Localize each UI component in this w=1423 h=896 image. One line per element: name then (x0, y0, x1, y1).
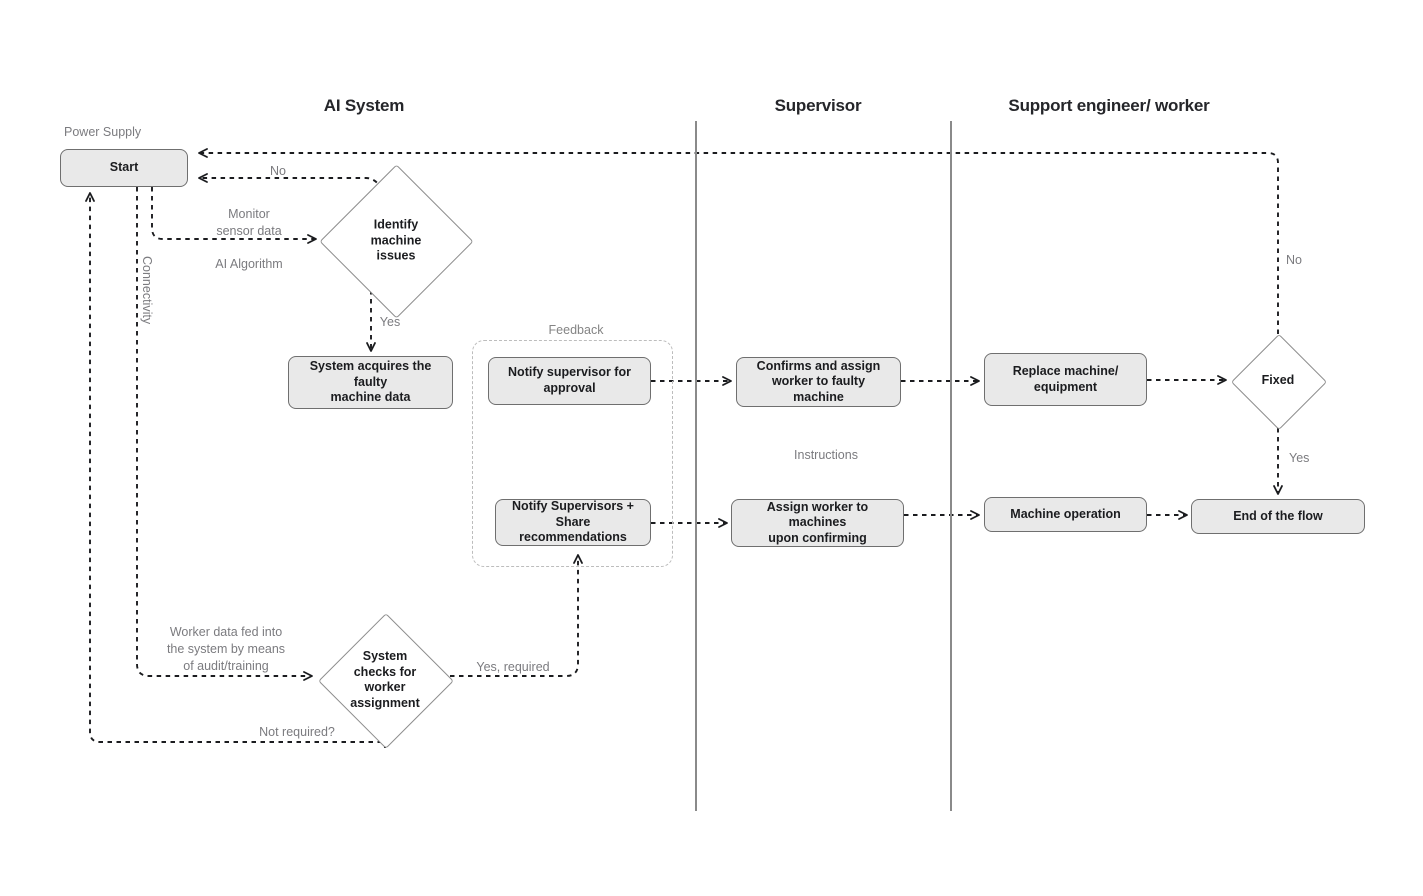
edge-worker-not-to-start (85, 192, 386, 748)
edge-label-ai-algorithm: AI Algorithm (215, 257, 283, 271)
edge-label-yes-required: Yes, required (476, 660, 550, 674)
edge-label-worker-data-audit: Worker data fed into the system by means… (166, 625, 286, 673)
node-start-label: Start (109, 160, 139, 175)
node-identify-machine-issues[interactable]: Identify machine issues (319, 164, 474, 319)
edge-start-to-worker-check (136, 187, 313, 681)
edge-label-connectivity: Connectivity (140, 256, 154, 325)
node-notify-supervisors-share[interactable]: Notify Supervisors + Share recommendatio… (495, 499, 651, 546)
lane-divider-1 (695, 121, 697, 811)
node-confirms-assign-worker[interactable]: Confirms and assign worker to faulty mac… (736, 357, 901, 407)
node-start[interactable]: Start (60, 149, 188, 187)
node-assign-worker-upon-confirming-label: Assign worker to machines upon confirmin… (766, 499, 869, 545)
lane-divider-2 (950, 121, 952, 811)
edge-label-no-top: No (270, 164, 286, 178)
node-notify-supervisors-share-label: Notify Supervisors + Share recommendatio… (512, 499, 634, 545)
node-system-checks-worker-assignment[interactable]: System checks for worker assignment (318, 612, 454, 749)
lane-title-ai-system: AI System (323, 96, 405, 115)
edge-label-power-supply: Power Supply (64, 125, 142, 139)
node-fixed[interactable]: Fixed (1230, 333, 1328, 431)
node-replace-machine-equipment[interactable]: Replace machine/ equipment (984, 353, 1147, 406)
node-machine-operation-label: Machine operation (1010, 506, 1121, 521)
node-end-of-the-flow[interactable]: End of the flow (1191, 499, 1365, 534)
node-notify-supervisor-approval-label: Notify supervisor for approval (508, 365, 631, 395)
edge-label-not-required: Not required? (259, 725, 335, 739)
node-fixed-label: Fixed (1261, 373, 1295, 388)
edge-label-monitor-sensor-data: Monitor sensor data (216, 207, 282, 238)
edge-worker-yes-to-share (450, 554, 583, 677)
node-confirms-assign-worker-label: Confirms and assign worker to faulty mac… (756, 358, 881, 404)
feedback-group-title: Feedback (548, 323, 604, 337)
edge-label-instructions: Instructions (794, 448, 858, 462)
node-system-checks-worker-assignment-label: System checks for worker assignment (350, 648, 420, 710)
node-machine-operation[interactable]: Machine operation (984, 497, 1147, 532)
node-system-acquires-data-label: System acquires the faulty machine data (309, 359, 432, 405)
node-identify-machine-issues-label: Identify machine issues (370, 217, 422, 263)
edge-fixed-no-to-start (198, 148, 1279, 334)
edge-label-yes-fixed: Yes (1289, 451, 1310, 465)
node-replace-machine-equipment-label: Replace machine/ equipment (1012, 363, 1119, 394)
node-system-acquires-data[interactable]: System acquires the faulty machine data (288, 356, 453, 409)
node-assign-worker-upon-confirming[interactable]: Assign worker to machines upon confirmin… (731, 499, 904, 547)
lane-title-support-engineer: Support engineer/ worker (1008, 96, 1210, 115)
node-end-of-the-flow-label: End of the flow (1233, 508, 1323, 523)
edge-label-no-fixed: No (1286, 253, 1302, 267)
lane-title-supervisor: Supervisor (774, 96, 862, 115)
node-notify-supervisor-approval[interactable]: Notify supervisor for approval (488, 357, 651, 405)
feedback-group-box (472, 340, 673, 567)
edge-label-yes-identify: Yes (379, 315, 401, 329)
